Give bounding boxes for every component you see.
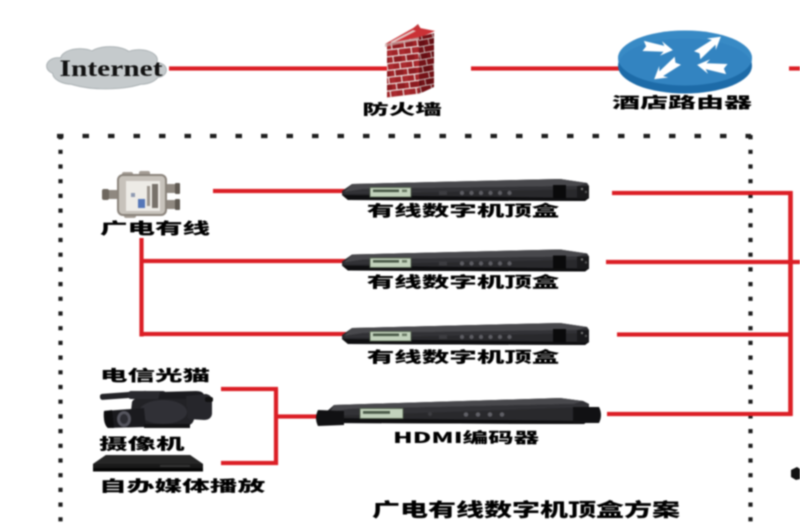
svg-text:Internet: Internet — [60, 56, 163, 81]
